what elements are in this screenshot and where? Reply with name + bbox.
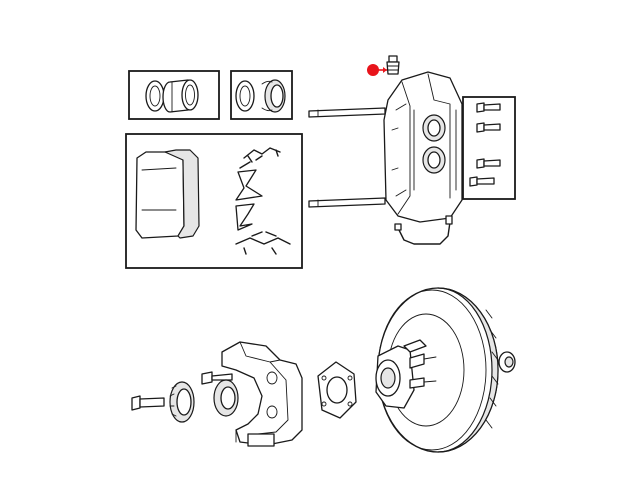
tone-ring[interactable]: [169, 381, 195, 423]
highlight-marker: [367, 64, 387, 76]
hub-bearing-assembly[interactable]: [375, 339, 437, 409]
caliper-piston-kit[interactable]: [128, 70, 220, 120]
brake-caliper[interactable]: [383, 71, 463, 223]
bleeder-screw[interactable]: [386, 55, 400, 75]
caliper-guide-pins[interactable]: [308, 107, 386, 208]
caliper-seal-kit[interactable]: [230, 70, 293, 120]
hub-bolt[interactable]: [131, 395, 165, 411]
dust-shield[interactable]: [317, 361, 357, 419]
steering-knuckle[interactable]: [201, 341, 303, 447]
brake-pad-kit[interactable]: [125, 133, 303, 269]
brake-line[interactable]: [394, 215, 453, 245]
caliper-bolts[interactable]: [462, 96, 516, 200]
hub-nut[interactable]: [498, 351, 516, 373]
axle-seal[interactable]: [213, 379, 239, 417]
